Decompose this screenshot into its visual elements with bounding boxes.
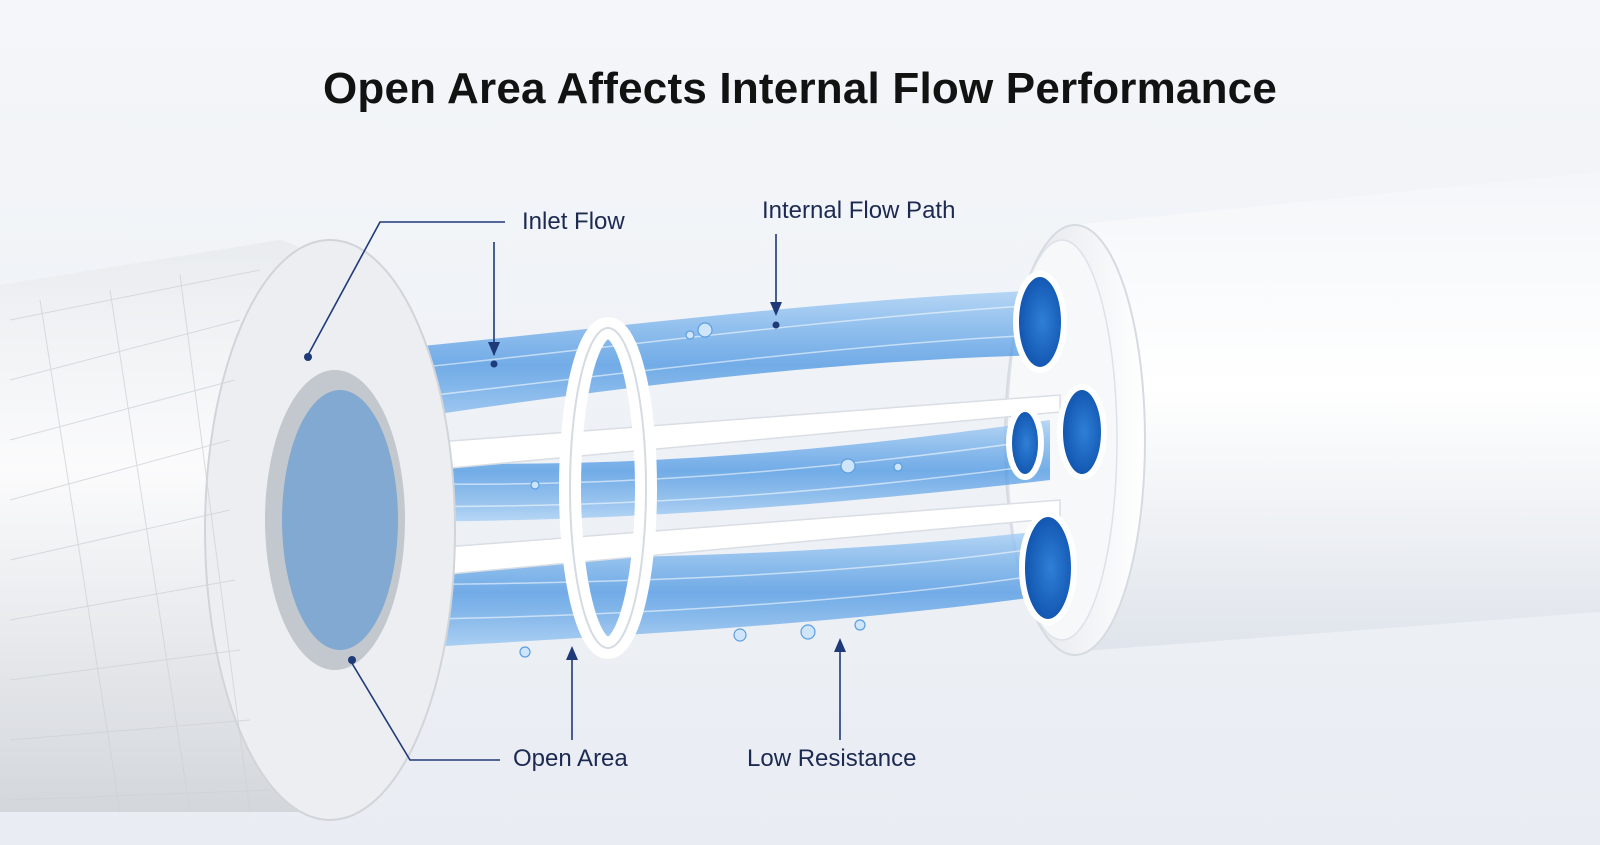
water-channel-top — [270, 290, 1050, 440]
outlet-bores — [1006, 271, 1107, 625]
water-channel-middle — [265, 420, 1050, 522]
open-area-dot — [348, 656, 356, 664]
open-area-arrowhead — [566, 646, 578, 660]
label-internal-flow-path: Internal Flow Path — [762, 197, 956, 224]
label-open-area: Open Area — [513, 745, 628, 772]
low-resistance-arrowhead — [834, 638, 846, 652]
diagram-title: Open Area Affects Internal Flow Performa… — [322, 64, 1278, 113]
inlet-flow-dot — [304, 353, 312, 361]
outlet-pipe — [1070, 172, 1600, 652]
label-inlet-flow: Inlet Flow — [522, 208, 625, 235]
inlet-flow-arrowhead — [488, 342, 500, 356]
water-droplets — [320, 322, 903, 658]
inlet-flow-leader-line — [307, 221, 505, 356]
arrowheads — [304, 302, 846, 664]
open-area-leader-line — [349, 659, 500, 761]
label-low-resistance: Low Resistance — [747, 745, 917, 772]
internal-flow-path-arrowhead — [770, 302, 782, 316]
leader-lines — [307, 221, 841, 761]
